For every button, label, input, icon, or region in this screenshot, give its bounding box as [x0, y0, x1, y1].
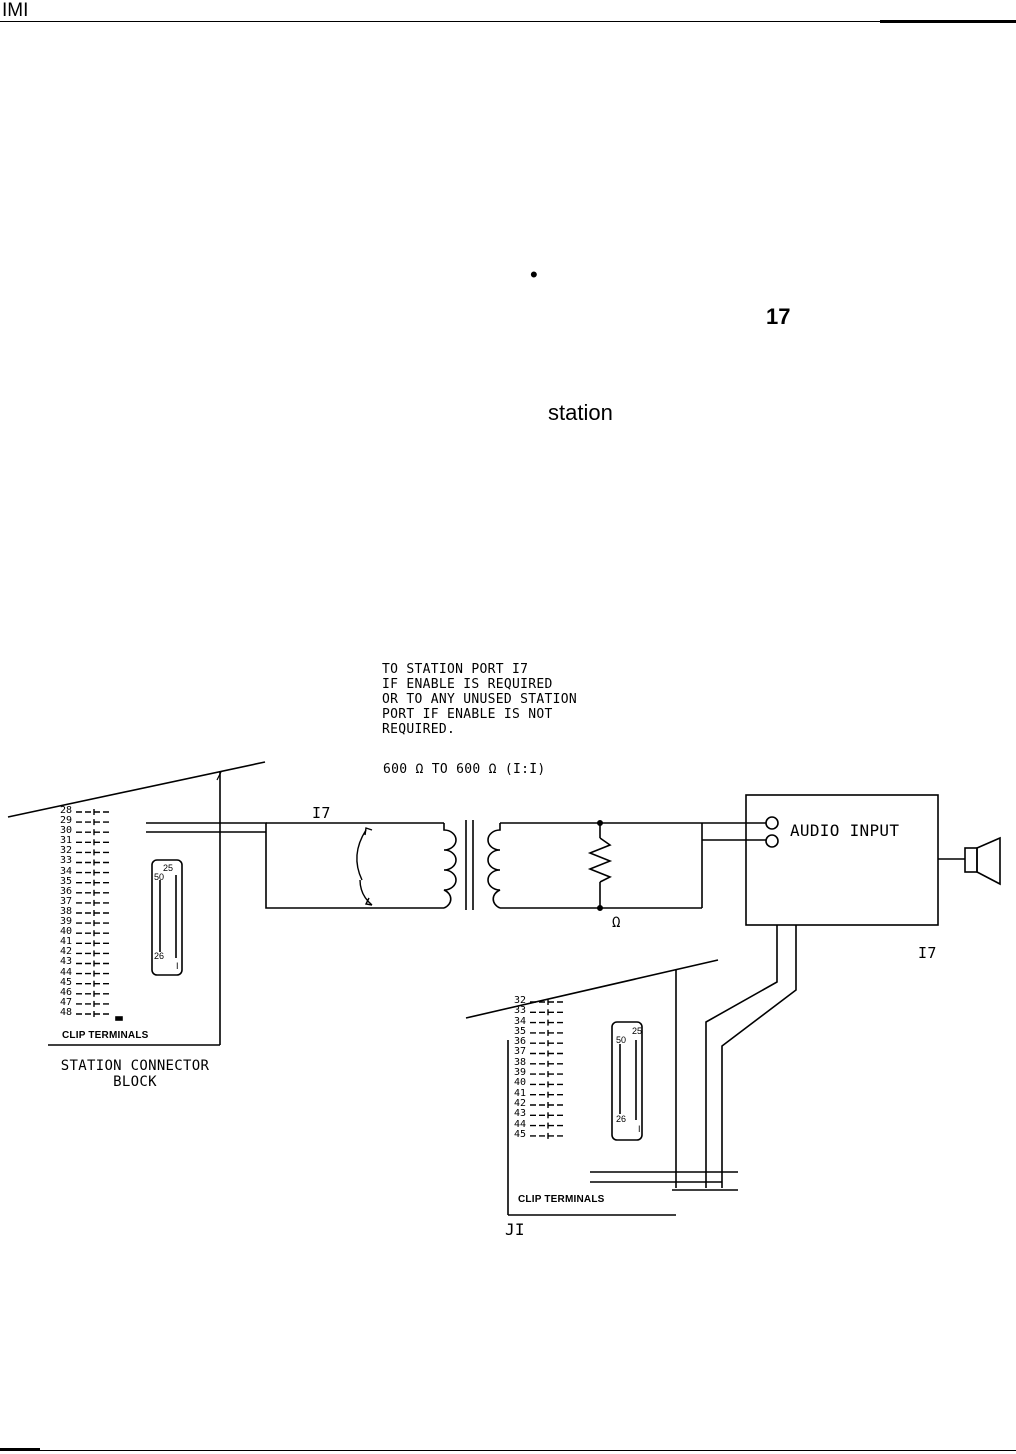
bullet-mark: • [530, 262, 538, 287]
terminal-number: 34 [514, 1015, 527, 1027]
j1-terminal-list: 32 33 34 35 36 37 38 39 40 41 42 43 44 4… [514, 995, 527, 1140]
audio-input-terminal [765, 834, 779, 848]
terminal-number: 30 [60, 825, 73, 837]
note-line: REQUIRED. [382, 722, 456, 737]
j1-pin-label: 25 [632, 1026, 643, 1036]
header-rule [0, 21, 1016, 22]
terminal-number: 38 [60, 905, 73, 917]
j1-connector-shape [611, 1021, 643, 1141]
note-line: OR TO ANY UNUSED STATION [382, 692, 578, 707]
audio-input-wires [702, 816, 779, 848]
j1-pin-label: I [638, 1124, 641, 1134]
resistor-ohm-label: Ω [612, 915, 621, 931]
transformer [443, 820, 501, 910]
terminal-number: 37 [60, 895, 73, 907]
station-connector-shape [151, 859, 183, 976]
j1-pin-label: 26 [616, 1114, 627, 1124]
terminal-number: 41 [514, 1087, 527, 1099]
terminal-number: 46 [60, 986, 73, 998]
loop-arrows [356, 827, 373, 906]
note-line: TO STATION PORT I7 [382, 662, 529, 677]
terminal-number: 45 [514, 1128, 527, 1140]
j1-terminal-dashes [530, 999, 566, 1139]
note-line: IF ENABLE IS REQUIRED [382, 677, 553, 692]
terminal-number: 43 [514, 1108, 527, 1120]
terminal-number: 45 [60, 976, 73, 988]
station-clip-terminals-label: CLIP TERMINALS [62, 1030, 149, 1041]
speaker-icon [938, 836, 1001, 886]
station-wires [146, 822, 444, 909]
terminal-number: 32 [514, 995, 527, 1006]
terminal-number: 28 [60, 805, 73, 816]
note-line: PORT IF ENABLE IS NOT [382, 707, 553, 722]
terminal-number: 42 [514, 1097, 527, 1109]
j1-clip-terminals-label: CLIP TERMINALS [518, 1194, 605, 1205]
station-pin-label: I [176, 961, 179, 971]
station-word: station [548, 400, 613, 425]
port-number-text: 17 [766, 304, 791, 329]
terminal-number: 34 [60, 865, 73, 877]
terminal-number: 36 [514, 1036, 527, 1048]
terminal-number: 33 [514, 1005, 527, 1017]
terminal-number: 40 [60, 926, 73, 938]
header-rule-accent [880, 20, 1016, 23]
amplifier-port-label: I7 [918, 944, 937, 962]
station-terminal-dashes [76, 809, 112, 1017]
footer-rule-accent [0, 1448, 40, 1451]
terminal-number: 37 [514, 1046, 527, 1058]
audio-input-terminal [765, 816, 779, 830]
terminal-number: 39 [60, 916, 73, 928]
title-line: BLOCK [113, 1074, 157, 1090]
j1-pin-label: 50 [616, 1035, 627, 1045]
header-label: IMI [2, 0, 29, 21]
terminal-number: 47 [60, 996, 73, 1008]
station-pin-label: 26 [154, 951, 165, 961]
j1-block-title: JI [505, 1220, 525, 1239]
title-line: STATION CONNECTOR [60, 1058, 210, 1074]
footer-rule [0, 1450, 1016, 1451]
terminal-number: 29 [60, 815, 73, 827]
terminal-number: 31 [60, 835, 73, 847]
audio-input-label: AUDIO INPUT [790, 821, 900, 840]
terminal-number: 32 [60, 845, 73, 857]
transformer-ratio-label: 600 Ω TO 600 Ω (I:I) [383, 762, 546, 777]
terminal-number: 33 [60, 855, 73, 867]
j1-block [465, 959, 738, 1216]
wiring-note: TO STATION PORT I7 IF ENABLE IS REQUIRED… [382, 662, 577, 737]
station-pin-label: 50 [154, 872, 165, 882]
terminal-number: 35 [60, 875, 73, 887]
terminal-number: 42 [60, 946, 73, 958]
terminal-number: 36 [60, 885, 73, 897]
terminal-number: 44 [60, 966, 73, 978]
wire-port-label: I7 [312, 804, 331, 822]
station-terminal-marker [115, 1016, 123, 1021]
terminal-number: 40 [514, 1077, 527, 1089]
terminal-number: 48 [60, 1006, 73, 1018]
amplifier-box [745, 794, 939, 926]
station-pin-label: 25 [163, 863, 174, 873]
terminal-number: 43 [60, 956, 73, 968]
secondary-circuit [500, 819, 703, 911]
terminal-number: 41 [60, 936, 73, 948]
terminal-number: 38 [514, 1056, 527, 1068]
station-connector-block-title: STATION CONNECTOR BLOCK [49, 1058, 221, 1090]
terminal-number: 44 [514, 1118, 527, 1130]
terminal-number: 39 [514, 1067, 527, 1079]
amplifier-to-j1-wires [705, 925, 797, 1188]
station-connector-block [7, 761, 266, 1046]
terminal-number: 35 [514, 1025, 527, 1037]
station-terminal-list: 28 29 30 31 32 33 34 35 36 37 38 39 40 4… [60, 805, 73, 1018]
